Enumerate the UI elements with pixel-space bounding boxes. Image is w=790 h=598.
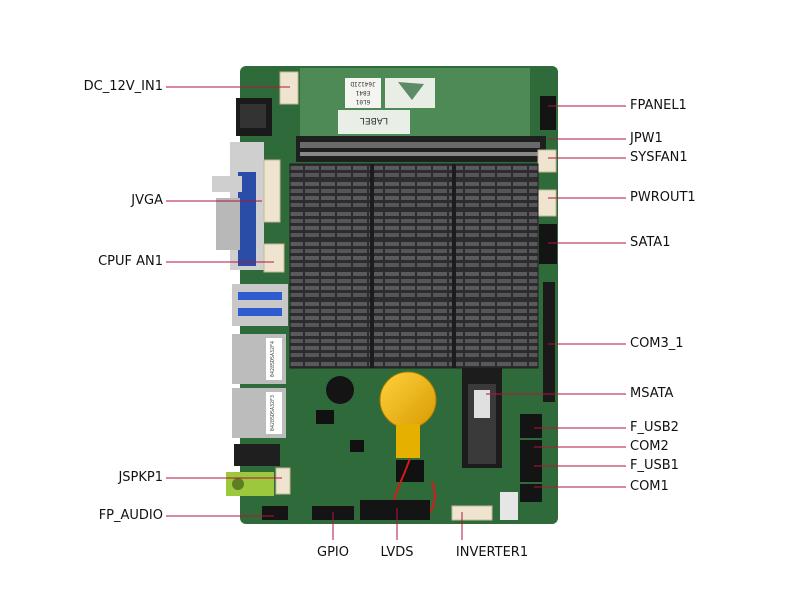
- fusb1-header: [520, 462, 542, 482]
- label-fp-audio: FP_AUDIO: [98, 508, 163, 523]
- sticker-code-1: J6412ID: [350, 80, 376, 87]
- vga-screw-top: [212, 176, 242, 192]
- label-f-usb1: F_USB1: [630, 458, 679, 473]
- vga-connector: [238, 172, 256, 266]
- label-jspkp1: JSPKP1: [118, 470, 163, 485]
- chip-small: [316, 410, 334, 424]
- label-com2: COM2: [630, 439, 669, 454]
- label-fpanel1: FPANEL1: [630, 98, 687, 113]
- vga-header: [263, 159, 281, 223]
- dip-switch: [500, 492, 518, 520]
- leader-lines: [166, 86, 626, 540]
- com1-header: [520, 484, 542, 502]
- chip: [396, 460, 424, 482]
- lvds-header: [360, 500, 430, 520]
- jspkp-header: [275, 467, 291, 495]
- heatsink: [289, 163, 539, 369]
- fusb2-header: [520, 414, 542, 438]
- sata-connector: [539, 224, 557, 264]
- label-com1: COM1: [630, 479, 669, 494]
- pwrout-header: [537, 189, 557, 217]
- usb3-port: [232, 284, 288, 326]
- chip-small-2: [350, 440, 364, 452]
- lan-sticker-2: 04285D5A32F3: [270, 395, 276, 431]
- buzzer: [326, 376, 354, 404]
- label-jvga: JVGA: [131, 193, 163, 208]
- label-box: [338, 110, 410, 134]
- label-com3-1: COM3_1: [630, 336, 684, 351]
- label-lvds: LVDS: [380, 545, 414, 560]
- dc-header: [279, 71, 299, 105]
- cmos-battery: [379, 371, 437, 429]
- lan-sticker-1: 04285D5A32F4: [270, 341, 276, 377]
- fp-audio-header: [262, 506, 288, 520]
- sticker-code-3: 6L01: [355, 98, 370, 105]
- label-cpufan1: CPUF AN1: [98, 254, 163, 269]
- label-silkscreen: LABEL: [360, 115, 388, 125]
- cpufan-header: [263, 243, 285, 273]
- fpanel-header: [540, 96, 556, 130]
- com2-header: [520, 440, 542, 462]
- id-sticker: [345, 78, 381, 108]
- label-gpio: GPIO: [317, 545, 349, 560]
- label-inverter1: INVERTER1: [455, 545, 529, 560]
- inverter-header: [451, 505, 493, 521]
- vga-body: [216, 198, 240, 250]
- label-jpw1: JPW1: [630, 131, 663, 146]
- label-msata: MSATA: [630, 386, 674, 401]
- label-dc-12v-in1: DC_12V_IN1: [83, 79, 163, 94]
- label-sysfan1: SYSFAN1: [630, 150, 688, 165]
- sodimm-slot: [296, 136, 546, 162]
- label-pwrout1: PWROUT1: [630, 190, 696, 205]
- sysfan-header: [537, 149, 557, 173]
- label-sata1: SATA1: [630, 235, 671, 250]
- hdmi-port: [234, 444, 280, 466]
- com3-header: [543, 282, 555, 402]
- sticker-code-2: E841: [355, 89, 370, 96]
- label-f-usb2: F_USB2: [630, 420, 679, 435]
